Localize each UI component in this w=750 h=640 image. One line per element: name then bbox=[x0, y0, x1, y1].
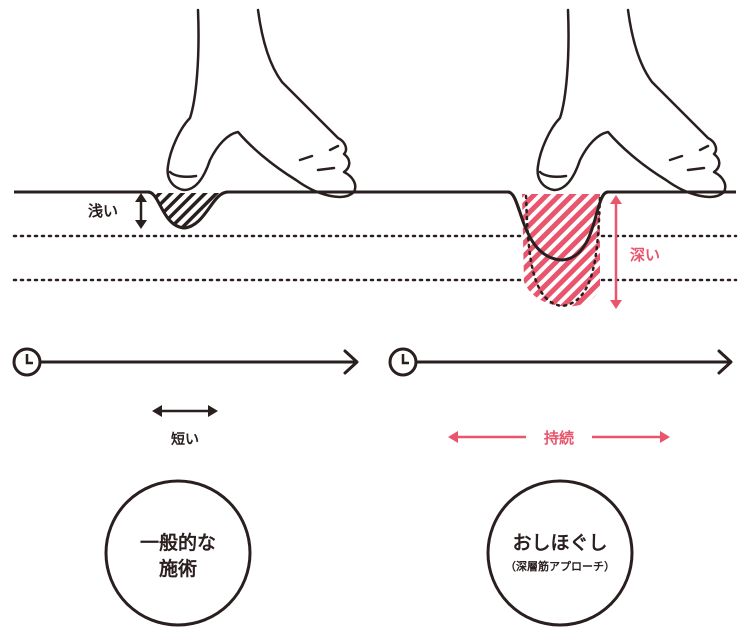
skin-surface-line bbox=[14, 190, 736, 262]
sustained-label: 持続 bbox=[544, 429, 574, 447]
timeline-left bbox=[38, 349, 359, 375]
clock-icon bbox=[12, 347, 42, 377]
shallow-depth-arrow bbox=[135, 193, 147, 229]
deep-depression-hatch bbox=[522, 194, 600, 307]
double-arrow-icon bbox=[152, 405, 218, 417]
hand-icon bbox=[166, 8, 727, 199]
general-treatment-line1: 一般的な bbox=[140, 531, 216, 554]
shallow-depression-hatch bbox=[150, 193, 226, 227]
general-treatment-line2: 施術 bbox=[159, 557, 197, 580]
timeline-right bbox=[414, 349, 733, 375]
clock-icon bbox=[388, 347, 418, 377]
oshihogushi-subtitle: （深層筋アプローチ） bbox=[505, 559, 615, 573]
short-label: 短い bbox=[171, 431, 199, 448]
oshihogushi-circle bbox=[486, 479, 634, 627]
deep-label: 深い bbox=[630, 246, 660, 264]
deep-depth-arrow bbox=[610, 195, 622, 309]
shallow-label: 浅い bbox=[88, 202, 118, 220]
oshihogushi-title: おしほぐし bbox=[512, 532, 607, 554]
general-treatment-circle bbox=[104, 479, 252, 627]
double-arrow-icon bbox=[448, 431, 670, 443]
